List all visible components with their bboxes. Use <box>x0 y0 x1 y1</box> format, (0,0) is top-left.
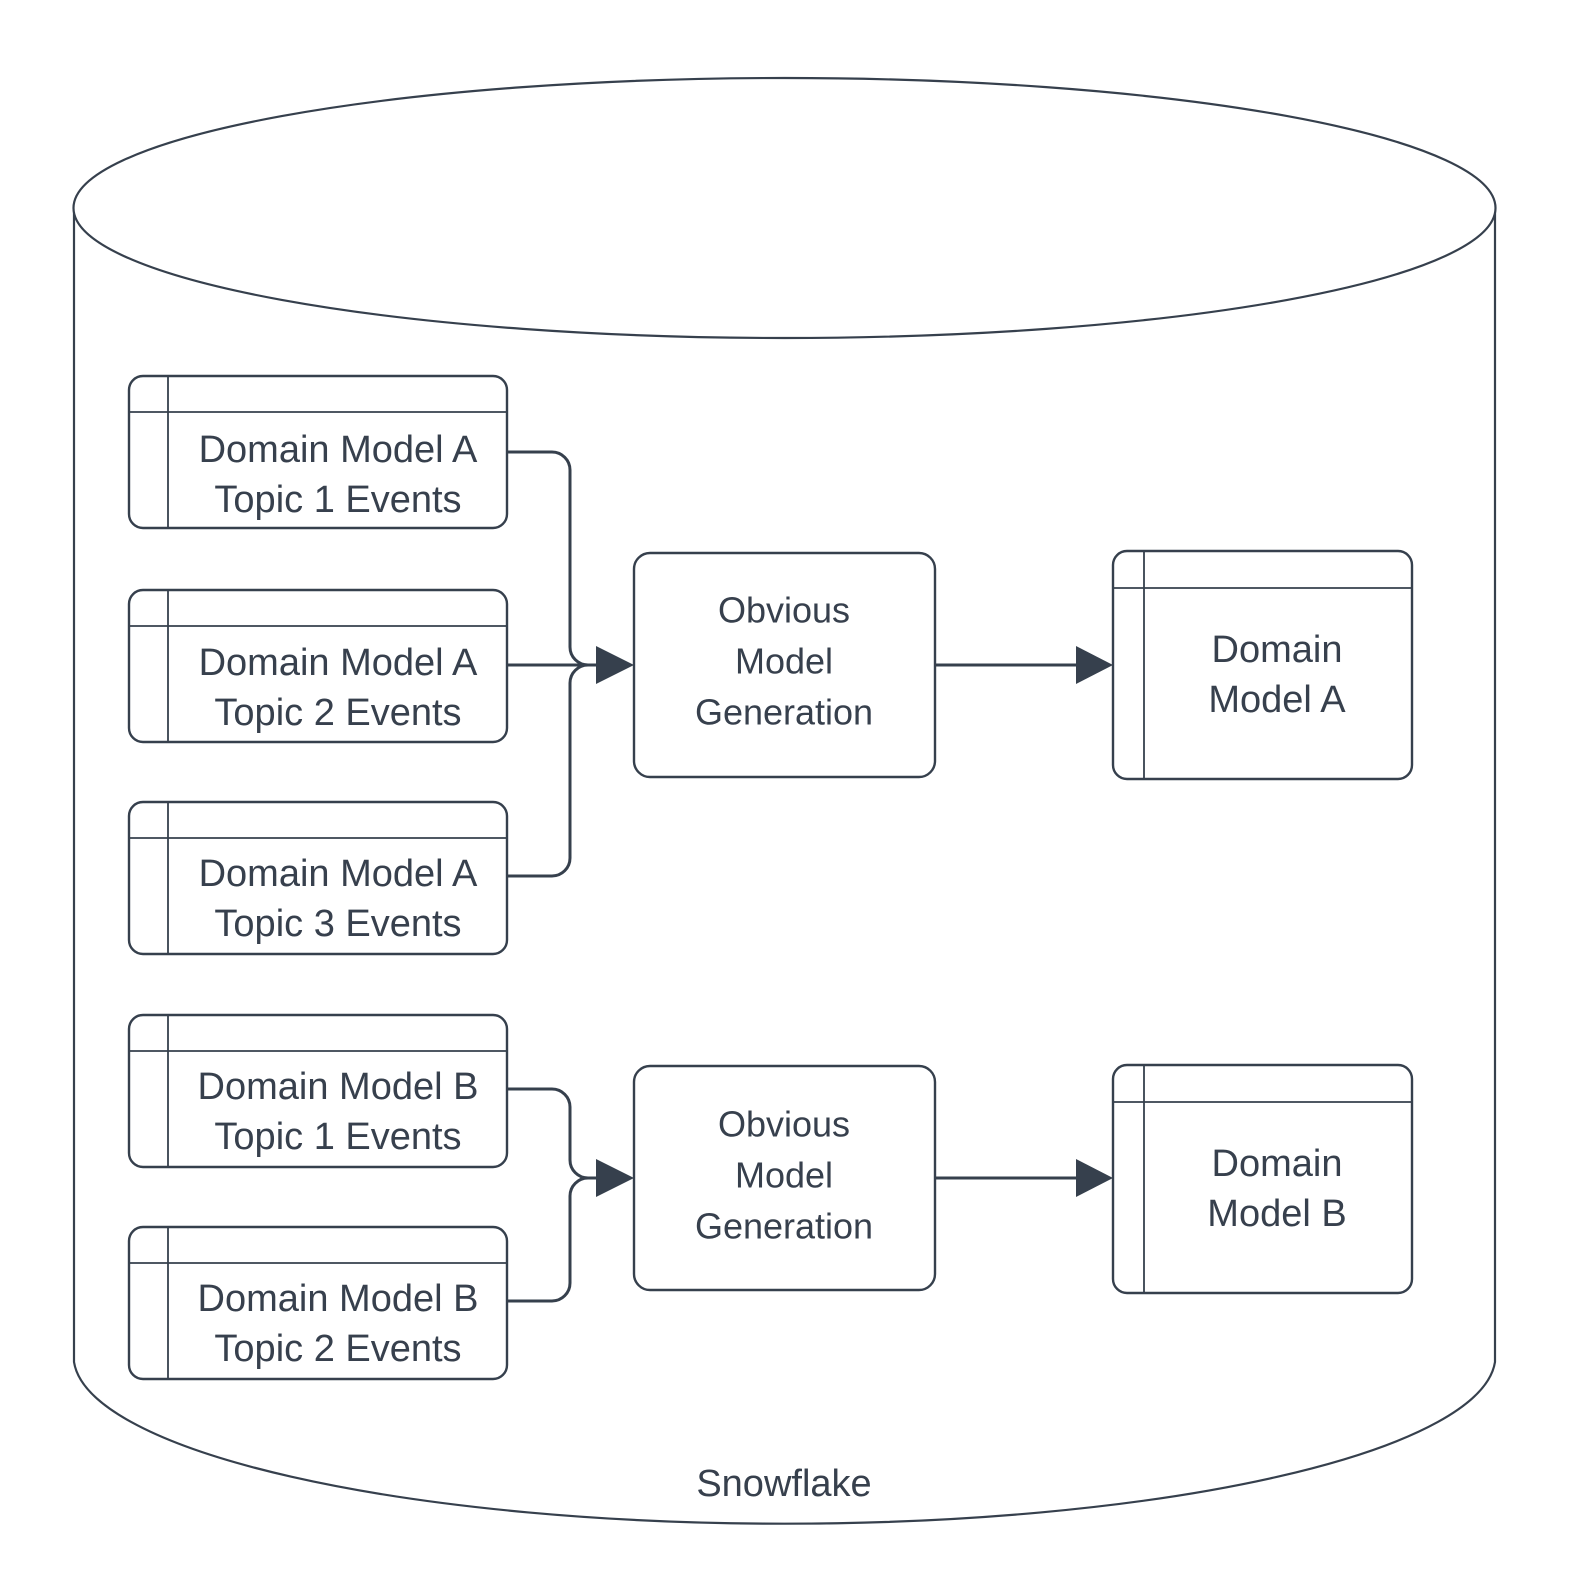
edge-a3-to-process <box>507 663 600 878</box>
source-table-a-topic-2[interactable]: Domain Model A Topic 2 Events <box>127 588 509 744</box>
output-label-line2: Model A <box>1208 679 1346 721</box>
table-outline <box>127 1013 509 1169</box>
source-table-a-topic-3[interactable]: Domain Model A Topic 3 Events <box>127 800 509 956</box>
process-outline <box>632 1064 937 1292</box>
table-outline <box>127 588 509 744</box>
table-outline <box>127 374 509 530</box>
cylinder-label: Snowflake <box>696 1463 871 1505</box>
process-label-line3: Generation <box>695 692 873 733</box>
table-label-line2: Topic 2 Events <box>214 1328 461 1370</box>
table-label-line1: Domain Model B <box>198 1278 479 1320</box>
edge-b1-to-process <box>507 1087 600 1180</box>
table-outline <box>1111 1063 1414 1295</box>
process-label-line1: Obvious <box>718 590 850 631</box>
arrowhead-into-process-b <box>596 1159 634 1197</box>
source-table-b-topic-1[interactable]: Domain Model B Topic 1 Events <box>127 1013 509 1169</box>
process-label-line2: Model <box>735 641 833 682</box>
arrowhead-into-process-a <box>596 646 634 684</box>
cylinder-top-ellipse <box>72 76 1497 340</box>
table-label-line1: Domain Model A <box>199 853 478 895</box>
table-label-line1: Domain Model A <box>199 429 478 471</box>
arrowhead-into-model-a <box>1076 646 1113 684</box>
process-outline <box>632 551 937 779</box>
edges-group-a <box>507 450 1113 878</box>
source-table-a-topic-1[interactable]: Domain Model A Topic 1 Events <box>127 374 509 530</box>
table-outline <box>1111 549 1414 781</box>
process-obvious-model-generation-a[interactable]: Obvious Model Generation <box>632 551 937 779</box>
table-label-line2: Topic 1 Events <box>214 1116 461 1158</box>
source-table-b-topic-2[interactable]: Domain Model B Topic 2 Events <box>127 1225 509 1381</box>
table-outline <box>127 800 509 956</box>
table-label-line2: Topic 2 Events <box>214 692 461 734</box>
output-label-line2: Model B <box>1207 1193 1346 1235</box>
arrowhead-into-model-b <box>1076 1159 1113 1197</box>
process-label-line3: Generation <box>695 1206 873 1247</box>
table-label-line2: Topic 1 Events <box>214 479 461 521</box>
table-outline <box>127 1225 509 1381</box>
edges-group-b <box>507 1087 1113 1303</box>
output-table-domain-model-a[interactable]: Domain Model A <box>1111 549 1414 781</box>
output-table-domain-model-b[interactable]: Domain Model B <box>1111 1063 1414 1295</box>
edge-b2-to-process <box>507 1176 600 1303</box>
table-label-line2: Topic 3 Events <box>214 903 461 945</box>
output-label-line1: Domain <box>1212 629 1343 671</box>
output-label-line1: Domain <box>1212 1143 1343 1185</box>
process-label-line2: Model <box>735 1155 833 1196</box>
process-label-line1: Obvious <box>718 1104 850 1145</box>
table-label-line1: Domain Model B <box>198 1066 479 1108</box>
table-label-line1: Domain Model A <box>199 642 478 684</box>
process-obvious-model-generation-b[interactable]: Obvious Model Generation <box>632 1064 937 1292</box>
